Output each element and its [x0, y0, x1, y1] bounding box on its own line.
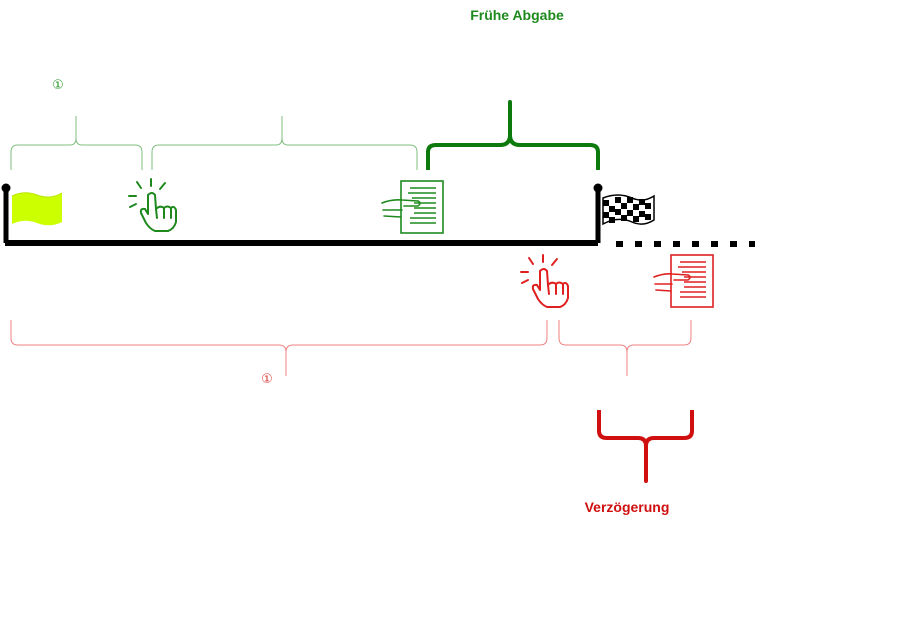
bottom-brace-1: [10, 320, 548, 376]
delay-label: Verzögerung: [585, 499, 670, 515]
top-brace-1: [10, 116, 143, 170]
timeline-finish-knob: [593, 183, 603, 193]
top-brace-2: [151, 116, 418, 170]
early-submission-label: Frühe Abgabe: [470, 7, 564, 23]
start-flag-icon: [11, 192, 63, 226]
timeline-start-knob: [1, 183, 11, 193]
step-marker-bottom: ①: [261, 372, 273, 387]
delay-brace: [597, 410, 694, 483]
document-submit-icon: [653, 254, 714, 308]
checkered-flag-icon: [602, 194, 655, 226]
early-submission-brace: [426, 100, 600, 170]
bottom-brace-2: [558, 320, 692, 376]
click-hand-icon: [520, 254, 569, 308]
click-hand-icon: [128, 178, 177, 232]
document-submit-icon: [381, 180, 444, 234]
step-marker-top: ①: [52, 78, 64, 93]
